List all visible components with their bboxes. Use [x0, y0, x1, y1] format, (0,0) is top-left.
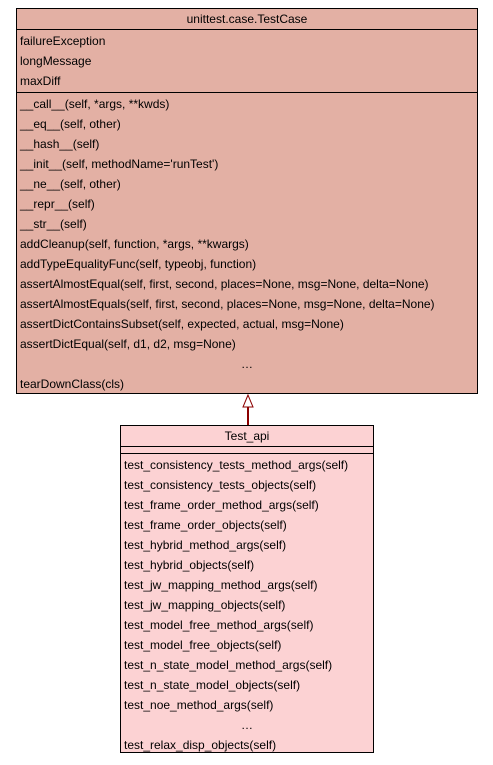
- operation-row: test_model_free_objects(self): [124, 638, 282, 652]
- operation-row: test_hybrid_objects(self): [124, 558, 255, 572]
- operation-row: assertAlmostEqual(self, first, second, p…: [20, 277, 429, 291]
- operation-row: test_jw_mapping_method_args(self): [124, 578, 318, 592]
- child-class-box[interactable]: Test_api test_consistency_tests_method_a…: [120, 425, 374, 753]
- parent-class-title: unittest.case.TestCase: [17, 9, 477, 30]
- operation-row: __eq__(self, other): [20, 117, 121, 131]
- operation-row: assertDictEqual(self, d1, d2, msg=None): [20, 337, 236, 351]
- parent-operations-section: __call__(self, *args, **kwds) __eq__(sel…: [17, 93, 477, 394]
- operation-row: __repr__(self): [20, 197, 95, 211]
- inheritance-arrowhead: [242, 393, 254, 408]
- operations-ellipsis: …: [241, 718, 253, 732]
- attribute-row: failureException: [20, 34, 106, 48]
- operation-row: __ne__(self, other): [20, 177, 121, 191]
- operation-row: tearDownClass(cls): [20, 377, 125, 391]
- operation-row: addTypeEqualityFunc(self, typeobj, funct…: [20, 257, 257, 271]
- operation-row: test_frame_order_method_args(self): [124, 498, 319, 512]
- operation-row: test_model_free_method_args(self): [124, 618, 314, 632]
- operation-row: test_relax_disp_objects(self): [124, 738, 277, 752]
- operation-row: __str__(self): [20, 217, 87, 231]
- operation-row: addCleanup(self, function, *args, **kwar…: [20, 237, 249, 251]
- child-operations-section: test_consistency_tests_method_args(self)…: [121, 454, 373, 755]
- operation-row: assertAlmostEquals(self, first, second, …: [20, 297, 435, 311]
- operation-row: __init__(self, methodName='runTest'): [20, 157, 219, 171]
- attribute-row: longMessage: [20, 54, 92, 68]
- child-class-title: Test_api: [121, 426, 373, 447]
- attribute-row: maxDiff: [20, 74, 61, 88]
- operation-row: test_n_state_model_objects(self): [124, 678, 301, 692]
- parent-attributes-section: failureException longMessage maxDiff: [17, 30, 477, 93]
- operation-row: test_consistency_tests_method_args(self): [124, 458, 349, 472]
- operation-row: test_n_state_model_method_args(self): [124, 658, 333, 672]
- operation-row: test_noe_method_args(self): [124, 698, 274, 712]
- operation-row: assertDictContainsSubset(self, expected,…: [20, 317, 344, 331]
- operations-ellipsis: …: [241, 357, 253, 371]
- operation-row: test_frame_order_objects(self): [124, 518, 287, 532]
- operation-row: test_jw_mapping_objects(self): [124, 598, 286, 612]
- operation-row: test_consistency_tests_objects(self): [124, 478, 317, 492]
- child-attributes-section: [121, 447, 373, 454]
- operation-row: __call__(self, *args, **kwds): [20, 97, 170, 111]
- parent-class-box[interactable]: unittest.case.TestCase failureException …: [16, 8, 478, 394]
- operation-row: test_hybrid_method_args(self): [124, 538, 287, 552]
- operation-row: __hash__(self): [20, 137, 100, 151]
